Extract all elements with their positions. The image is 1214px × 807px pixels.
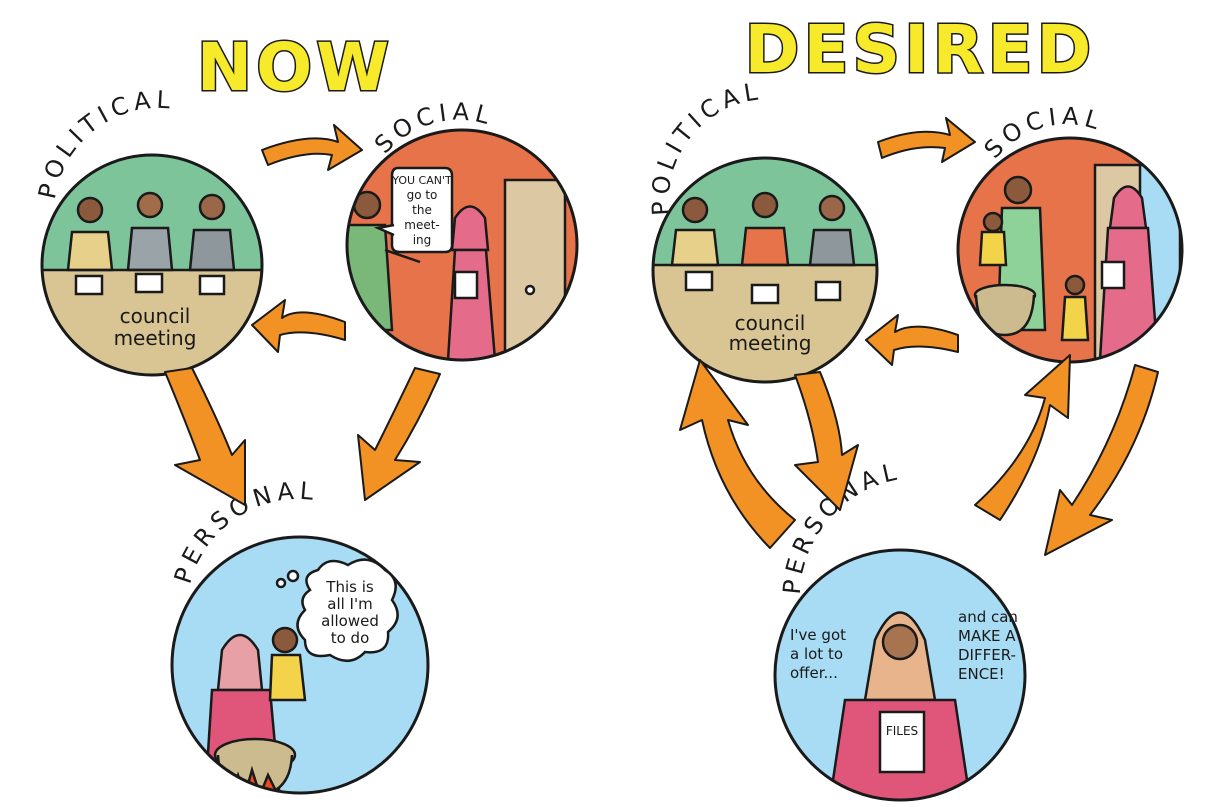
thought-line: allowed bbox=[321, 612, 379, 630]
now-council-caption-2: meeting bbox=[114, 326, 197, 350]
speech-line: go to bbox=[407, 188, 438, 202]
desired-speech-right: and can MAKE A DIFFER- ENCE! bbox=[958, 608, 1018, 683]
arrow-social-to-political bbox=[251, 299, 346, 353]
speech-line: DIFFER- bbox=[958, 646, 1016, 664]
now-social-circle: SOCIAL YOU CAN'T go to the meet- ing bbox=[345, 97, 579, 362]
speech-line: the bbox=[412, 203, 432, 217]
now-personal-circle: PERSONAL This is all I'm allowed to do bbox=[169, 477, 430, 795]
speech-line: a lot to bbox=[790, 645, 843, 663]
speech-bubble-cant-go: YOU CAN'T go to the meet- ing bbox=[373, 166, 454, 254]
desired-political-circle: POLITICAL council meeting bbox=[647, 77, 879, 384]
desired-council-caption-2: meeting bbox=[729, 331, 812, 355]
thought-bubble: This is all I'm allowed to do bbox=[275, 558, 399, 662]
speech-line: ENCE! bbox=[958, 665, 1005, 683]
speech-line: YOU CAN'T bbox=[391, 174, 452, 187]
arrow-personal-to-political bbox=[679, 359, 796, 549]
arrow-political-to-social bbox=[261, 124, 363, 171]
arrow-political-to-personal bbox=[794, 371, 859, 511]
arrow-political-to-social bbox=[877, 117, 976, 163]
speech-line: and can bbox=[958, 608, 1018, 626]
arrow-social-to-political bbox=[865, 314, 959, 366]
arrow-political-to-personal bbox=[164, 367, 246, 506]
speech-line: meet- bbox=[404, 218, 440, 232]
thought-line: all I'm bbox=[327, 595, 372, 613]
speech-line: I've got bbox=[790, 626, 846, 644]
thought-line: to do bbox=[331, 629, 370, 647]
child-figure bbox=[1060, 274, 1090, 342]
council-member-woman-figure bbox=[740, 191, 790, 267]
heading-desired: DESIRED bbox=[745, 11, 1096, 88]
woman-with-files-figure: FILES bbox=[828, 611, 972, 800]
council-member-figure bbox=[126, 191, 174, 272]
speech-line: MAKE A bbox=[958, 627, 1016, 645]
now-council-caption-1: council bbox=[120, 304, 191, 328]
arrow-social-to-personal bbox=[357, 367, 441, 501]
council-member-figure bbox=[670, 196, 720, 267]
now-political-circle: POLITICAL council meeting bbox=[33, 86, 264, 377]
arrow-personal-to-social bbox=[974, 354, 1071, 521]
desired-speech-left: I've got a lot to offer... bbox=[790, 626, 846, 682]
files-label: FILES bbox=[886, 724, 918, 738]
arrow-social-to-personal bbox=[1044, 364, 1159, 556]
speech-line: ing bbox=[413, 233, 432, 247]
child-figure bbox=[268, 626, 307, 702]
desired-social-circle: SOCIAL bbox=[956, 102, 1184, 364]
thought-line: This is bbox=[325, 578, 374, 596]
council-member-figure bbox=[66, 196, 114, 272]
heading-now: NOW bbox=[197, 29, 393, 106]
speech-line: offer... bbox=[790, 664, 838, 682]
desired-council-caption-1: council bbox=[735, 311, 806, 335]
woman-figure bbox=[446, 205, 497, 360]
